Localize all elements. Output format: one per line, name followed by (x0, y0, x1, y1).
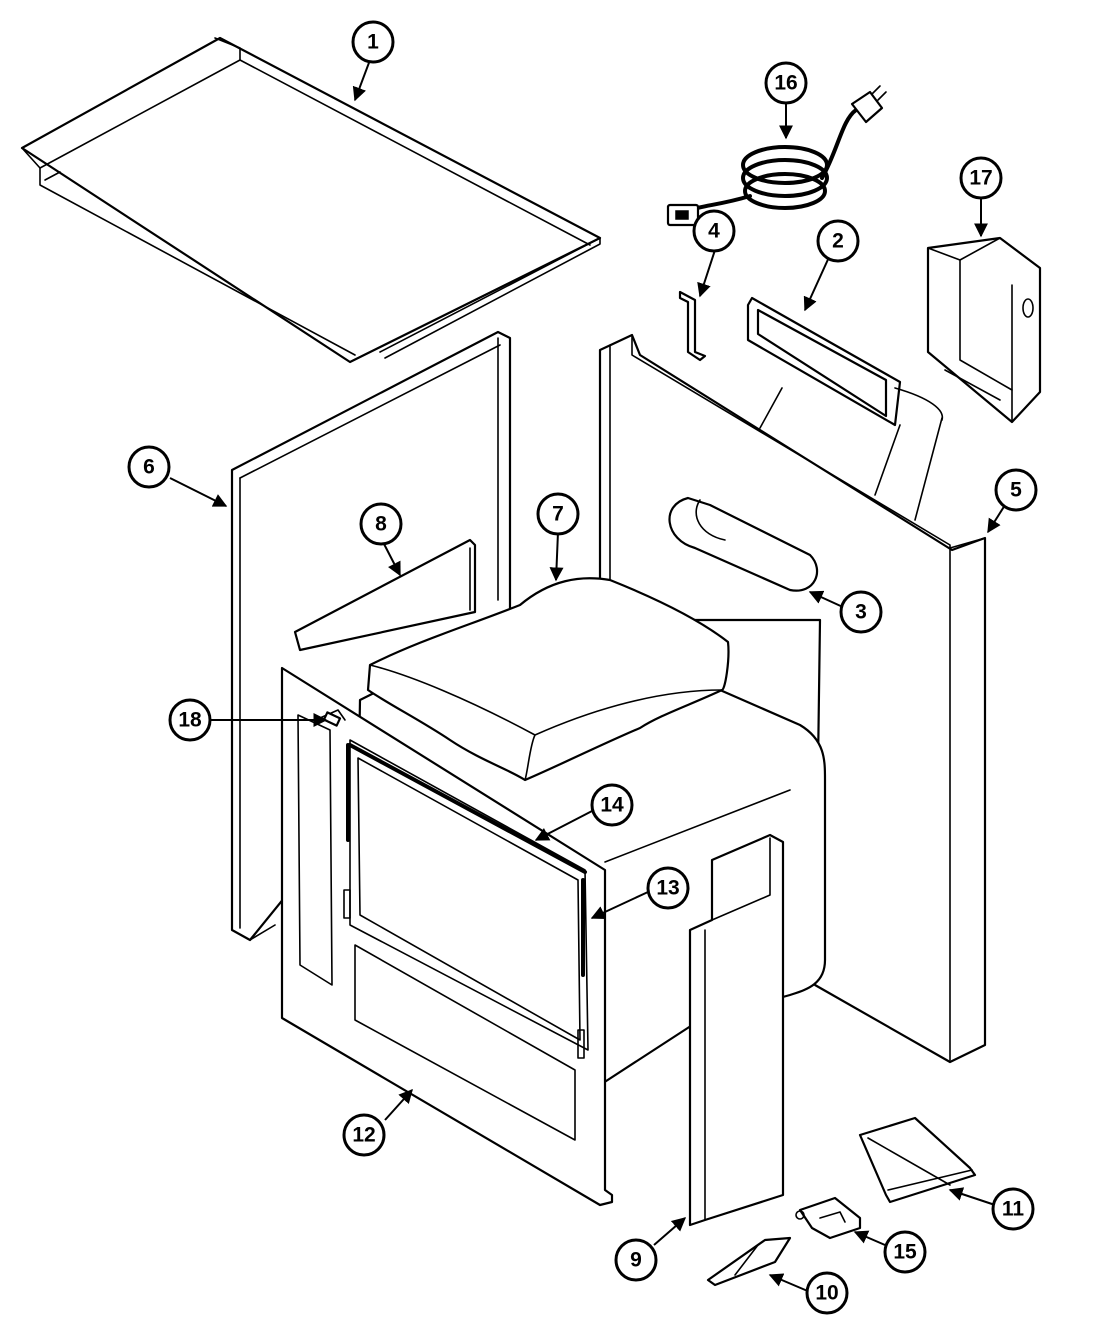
callout-label: 15 (893, 1241, 917, 1264)
callout-circle (883, 1230, 927, 1274)
callout: 2 (816, 219, 860, 263)
callout-circle (764, 61, 808, 105)
part-power-cord (666, 85, 887, 227)
part-foot-bracket (858, 1116, 977, 1204)
callout-circle (127, 445, 171, 489)
part-front-frame (280, 666, 614, 1207)
callout-label: 4 (708, 220, 720, 243)
part-top-panel (20, 36, 602, 364)
callout-circle (359, 502, 403, 546)
callout-circle (590, 783, 634, 827)
callout-label: 12 (352, 1124, 375, 1147)
callout-circle (994, 468, 1038, 512)
callout: 8 (359, 502, 403, 546)
callout-label: 6 (143, 456, 155, 479)
part-junction-box (926, 236, 1042, 424)
callout: 12 (342, 1113, 386, 1157)
callout: 16 (764, 61, 808, 105)
part-side-trim (688, 833, 785, 1227)
callout-circle (692, 209, 736, 253)
callout-circle (342, 1113, 386, 1157)
callout-circle (991, 1187, 1035, 1231)
callout-label: 18 (178, 709, 202, 732)
part-base-clip (706, 1236, 792, 1287)
callout: 3 (839, 590, 883, 634)
callout-circle (816, 219, 860, 263)
callout: 14 (590, 783, 634, 827)
callout: 7 (536, 492, 580, 536)
callout-circle (646, 866, 690, 910)
callout: 1 (351, 20, 395, 64)
part-insulation (366, 577, 730, 782)
callout-circle (805, 1271, 849, 1315)
callout-label: 1 (367, 31, 379, 54)
callout: 9 (614, 1238, 658, 1282)
callout-circle (351, 20, 395, 64)
callout: 11 (991, 1187, 1035, 1231)
callout-label: 8 (375, 513, 387, 536)
callout-label: 3 (855, 601, 867, 624)
callout-label: 17 (969, 167, 992, 190)
part-inner-panel (293, 538, 477, 652)
callout-label: 14 (600, 794, 624, 817)
callout: 10 (805, 1271, 849, 1315)
callout-label: 7 (552, 503, 564, 526)
callout-label: 10 (815, 1282, 838, 1305)
callout-circle (614, 1238, 658, 1282)
part-hinge-clip (795, 1196, 862, 1240)
part-duct (746, 296, 944, 427)
part-oval-duct (668, 496, 819, 592)
callout: 4 (692, 209, 736, 253)
leader-lines (169, 59, 1006, 1293)
callout: 6 (127, 445, 171, 489)
part-bracket (678, 290, 707, 362)
callout-circle (536, 492, 580, 536)
callout-label: 5 (1010, 479, 1022, 502)
callout-label: 11 (1002, 1198, 1025, 1221)
callout-circle (839, 590, 883, 634)
callout: 13 (646, 866, 690, 910)
callout-label: 9 (630, 1249, 642, 1272)
callout: 15 (883, 1230, 927, 1274)
callout-circle (168, 698, 212, 742)
callout-label: 16 (774, 72, 797, 95)
callout: 17 (959, 156, 1003, 200)
callout: 18 (168, 698, 212, 742)
callout-label: 2 (832, 230, 844, 253)
callout-circle (959, 156, 1003, 200)
callout: 5 (994, 468, 1038, 512)
callout-label: 13 (656, 877, 679, 900)
